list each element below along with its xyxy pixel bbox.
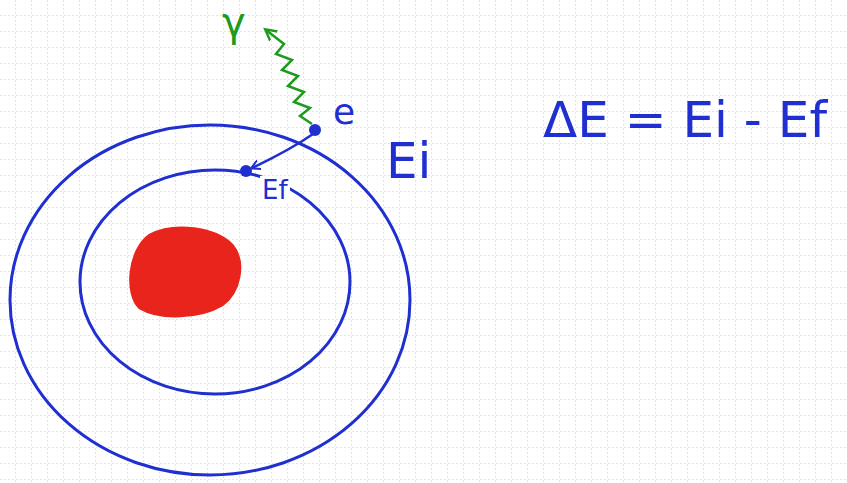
nucleus <box>131 228 240 316</box>
energy-equation: ΔE = Ei - Ef <box>543 95 827 145</box>
electron-final <box>240 165 252 177</box>
electron-initial <box>309 124 321 136</box>
electron-label: e <box>333 94 355 130</box>
outer-orbit <box>10 125 410 475</box>
photon-symbol: γ <box>222 2 246 42</box>
photon-wave <box>266 30 312 124</box>
inner-orbit <box>80 170 350 394</box>
final-energy: Ef <box>260 176 290 204</box>
transition-arrow <box>252 134 313 168</box>
initial-energy: Ei <box>386 136 431 186</box>
